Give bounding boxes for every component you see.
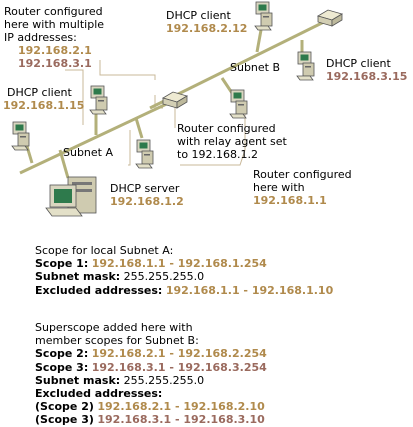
server-icon — [45, 176, 97, 217]
dhcp-server-label: DHCP server — [110, 182, 180, 195]
scope-a-mask-value: 255.255.255.0 — [123, 270, 205, 284]
scope3-label: Scope 3: — [35, 360, 89, 374]
computer-icon — [135, 139, 154, 169]
scope3-range: 192.168.3.1 - 192.168.3.254 — [91, 360, 267, 374]
superscope-excluded-label: Excluded addresses: — [35, 387, 163, 401]
scope-a-excluded-label: Excluded addresses: — [35, 283, 163, 297]
computer-icon — [11, 121, 30, 151]
relay-router-label-3: to 192.168.1.2 — [177, 148, 259, 161]
network-diagram — [11, 1, 343, 217]
router-multi-label-1: Router configured — [4, 5, 103, 18]
scope2-label: Scope 2: — [35, 347, 89, 361]
excl-scope2-range: 192.168.2.1 - 192.168.2.10 — [97, 400, 265, 414]
router-multi-ip-2: 192.168.3.1 — [18, 57, 92, 70]
superscope-mask-label: Subnet mask: — [35, 373, 121, 387]
superscope-heading-1: Superscope added here with — [35, 321, 193, 334]
computer-icon — [229, 89, 248, 119]
dhcp-client-right-label: DHCP client — [326, 57, 391, 70]
dhcp-client-left-label: DHCP client — [7, 86, 72, 99]
computer-icon — [254, 1, 273, 31]
subnet-b-segment — [149, 16, 333, 110]
dhcp-client-top-label: DHCP client — [166, 9, 231, 22]
superscope-mask-value: 255.255.255.0 — [123, 373, 205, 387]
subnet-b-label: Subnet B — [230, 61, 281, 74]
dhcp-client-left-ip: 192.168.1.15 — [3, 99, 85, 112]
router-multi-ip-1: 192.168.2.1 — [18, 44, 92, 57]
scope2-range: 192.168.2.1 - 192.168.2.254 — [91, 347, 267, 361]
excl-scope2-label: (Scope 2) — [35, 400, 94, 414]
router-a-ip: 192.168.1.1 — [253, 194, 327, 207]
relay-router-label-1: Router configured — [177, 122, 276, 135]
subnet-a-label: Subnet A — [63, 146, 114, 159]
router-a-label-1: Router configured — [253, 168, 352, 181]
dhcp-server-ip: 192.168.1.2 — [110, 195, 184, 208]
scope1-range: 192.168.1.1 - 192.168.1.254 — [91, 257, 267, 271]
relay-router-label-2: with relay agent set — [177, 135, 287, 148]
scope-a-mask-label: Subnet mask: — [35, 270, 121, 284]
excl-scope3-label: (Scope 3) — [35, 413, 94, 427]
computer-icon — [89, 85, 108, 115]
router-a-label-2: here with — [253, 181, 305, 194]
router-multi-label-2: here with multiple — [4, 18, 105, 31]
computer-icon — [296, 51, 315, 81]
subnet-a-drop-client — [134, 117, 144, 139]
scope-a-excluded-range: 192.168.1.1 - 192.168.1.10 — [165, 283, 334, 297]
excl-scope3-range: 192.168.3.1 - 192.168.3.10 — [97, 413, 265, 427]
dhcp-client-right-ip: 192.168.3.15 — [326, 70, 408, 83]
scope1-label: Scope 1: — [35, 257, 89, 271]
dhcp-client-top-ip: 192.168.2.12 — [166, 22, 248, 35]
subnet-a-segment — [19, 98, 176, 175]
superscope-block: Superscope added here with member scopes… — [35, 321, 267, 427]
superscope-heading-2: member scopes for Subnet B: — [35, 334, 199, 348]
router-multi-label-3: IP addresses: — [4, 31, 77, 44]
subnet-b-drop-top — [255, 29, 263, 53]
scope-a-block: Scope for local Subnet A: Scope 1: 192.1… — [35, 244, 333, 297]
scope-a-heading: Scope for local Subnet A: — [35, 244, 174, 257]
subnet-a-drop-server — [58, 149, 70, 179]
